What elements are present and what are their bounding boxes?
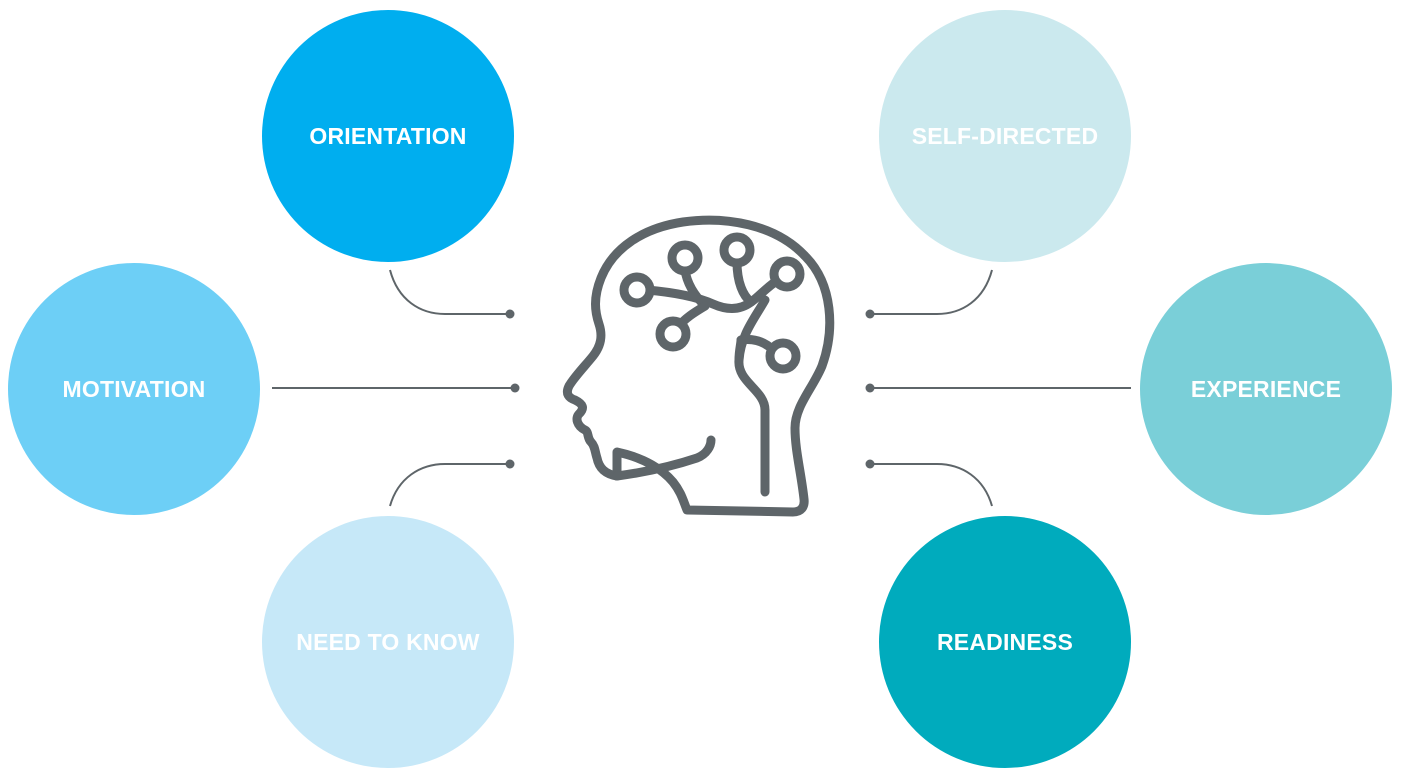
connector-dot-need-to-know	[505, 459, 515, 469]
connector-dot-orientation	[505, 309, 515, 319]
connector-dot-self-directed	[865, 309, 875, 319]
node-label-orientation: ORIENTATION	[309, 122, 467, 149]
head-circuit-icon	[562, 215, 835, 517]
connector-dot-experience	[865, 383, 875, 393]
node-label-motivation: MOTIVATION	[62, 375, 206, 402]
node-label-readiness: READINESS	[937, 628, 1073, 655]
node-orientation: ORIENTATION	[262, 10, 514, 262]
connector-need-to-know	[389, 463, 510, 507]
node-motivation: MOTIVATION	[8, 263, 260, 515]
node-label-self-directed: SELF-DIRECTED	[911, 122, 1099, 149]
connector-self-directed	[870, 269, 993, 315]
node-need-to-know: NEED TO KNOW	[262, 516, 514, 768]
connector-readiness	[870, 463, 993, 507]
node-label-experience: EXPERIENCE	[1190, 375, 1342, 402]
connector-orientation	[389, 269, 510, 315]
node-experience: EXPERIENCE	[1140, 263, 1392, 515]
connector-dot-motivation	[510, 383, 520, 393]
connector-dot-readiness	[865, 459, 875, 469]
node-self-directed: SELF-DIRECTED	[879, 10, 1131, 262]
node-label-need-to-know: NEED TO KNOW	[296, 628, 480, 655]
node-readiness: READINESS	[879, 516, 1131, 768]
